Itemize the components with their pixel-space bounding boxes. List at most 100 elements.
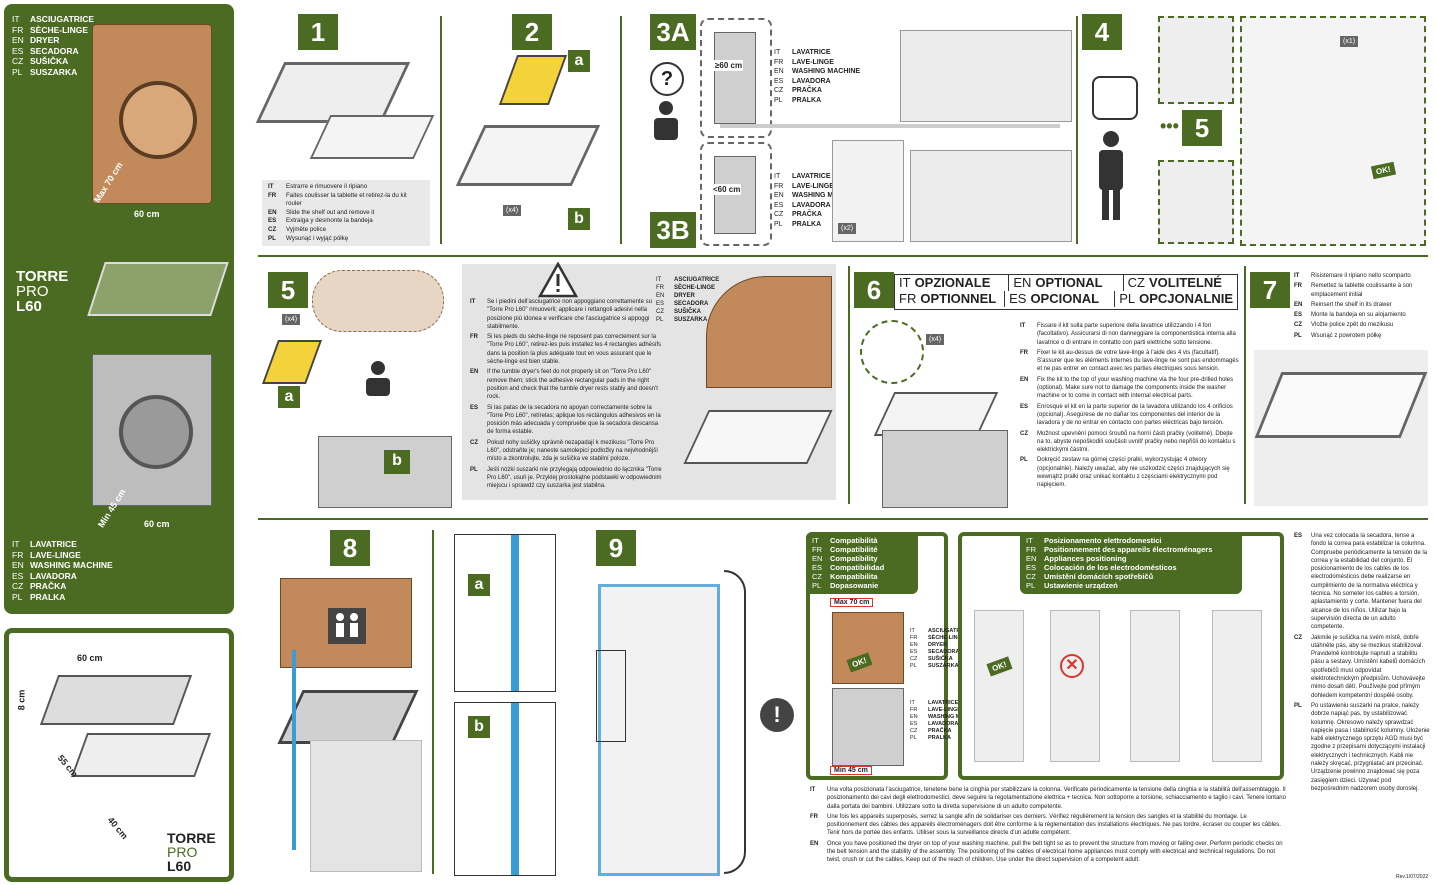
step1-shelf-illustration xyxy=(309,115,435,159)
box-width: 60 cm xyxy=(77,653,103,663)
language-text: LAVADORA xyxy=(792,77,831,85)
language-text: PRAČKA xyxy=(792,87,822,94)
compat-washer-illustration xyxy=(832,688,904,766)
language-code: EN xyxy=(1020,376,1029,383)
language-text: WASHING MACHINE xyxy=(30,560,113,570)
language-code: CZ xyxy=(470,439,478,446)
step-7-number: 7 xyxy=(1250,272,1290,308)
language-code: CZ xyxy=(910,728,918,734)
step-4-number: 4 xyxy=(1082,14,1122,50)
language-text: Compatibilité xyxy=(830,545,878,554)
language-code: ES xyxy=(470,404,479,411)
adhesive-pads-illustration xyxy=(498,55,568,105)
language-code: FR xyxy=(1026,545,1036,554)
language-code: CZ xyxy=(1026,572,1036,581)
language-text: Positionnement des appareils électroména… xyxy=(1044,545,1213,554)
step4-detail-panel xyxy=(1240,16,1426,246)
language-code: FR xyxy=(774,58,784,66)
language-text: ASCIUGATRICE xyxy=(928,628,970,634)
step9-label-a: a xyxy=(468,574,490,596)
language-row: IT LAVATRICE xyxy=(12,539,113,550)
step9-tower-illustration xyxy=(598,584,720,876)
dim-top-width: 60 cm xyxy=(134,209,160,219)
shelf-depth: 40 cm xyxy=(105,815,130,841)
warning-triangle-icon xyxy=(538,262,578,298)
language-text: VOLITELNÉ xyxy=(1149,275,1222,290)
language-row: CZ PRAČKA xyxy=(774,86,860,96)
step9a-belt xyxy=(511,535,519,691)
compat-min-label: Min 45 cm xyxy=(830,766,872,775)
language-code: CZ xyxy=(268,225,277,233)
language-text: PRALKA xyxy=(792,96,822,104)
language-code: PL xyxy=(910,663,917,669)
language-text: WASHING MACHINE xyxy=(928,714,982,720)
language-text: LAVE-LINGE xyxy=(30,549,81,560)
language-text: LAVATRICE xyxy=(792,49,831,56)
language-code: ES xyxy=(1020,403,1029,410)
language-code: IT xyxy=(12,539,20,549)
language-code: CZ xyxy=(774,87,784,94)
step9-brace xyxy=(724,570,746,874)
language-text: SÈCHE-LINGE xyxy=(674,285,716,291)
pull-out-shelf-illustration xyxy=(70,733,212,777)
product-name: TORRE PRO L60 xyxy=(16,269,68,314)
row1-divider-1 xyxy=(440,16,442,244)
language-text: Vyjměte police xyxy=(286,225,327,233)
language-code: EN xyxy=(774,68,784,75)
step6-count: (x4) xyxy=(926,334,945,345)
language-code: PL xyxy=(656,317,664,323)
footer-code: Rev.1/07/2022 xyxy=(1396,874,1429,880)
product-name-line1: TORRE xyxy=(16,268,69,285)
step2-label-a: a xyxy=(568,50,590,72)
washer-door xyxy=(119,395,193,469)
spacer-box-illustration xyxy=(39,675,193,725)
language-code: PL xyxy=(268,234,276,242)
language-text: Once you have positioned the dryer on to… xyxy=(827,840,1283,864)
language-code: ES xyxy=(1294,533,1303,539)
language-text: SÈCHE-LINGE xyxy=(30,24,89,35)
language-code: CZ xyxy=(656,309,664,315)
language-text: SECADORA xyxy=(30,45,79,56)
positioning-scene-3 xyxy=(1130,610,1180,762)
language-text: Colocación de los electrodomésticos xyxy=(1044,563,1177,572)
language-text: Faites coulisser la tablette et retirez-… xyxy=(286,191,407,208)
language-text: Compatibilità xyxy=(830,536,878,545)
language-text: Dokręcić zestaw na górnej części pralki,… xyxy=(1037,457,1230,489)
language-code: FR xyxy=(810,813,818,820)
language-code: ES xyxy=(910,721,918,727)
language-code: ES xyxy=(774,201,784,209)
language-text: WASHING MACHINE xyxy=(792,68,861,75)
language-text: LAVATRICE xyxy=(30,539,77,549)
language-text: Risistemare il ripiano nello scomparto xyxy=(1311,273,1411,279)
language-text: SUSZARKA xyxy=(674,317,708,323)
language-code: ES xyxy=(774,77,784,85)
language-code: EN xyxy=(1026,554,1037,563)
product-dimensions-panel: 60 cm 8 cm 55 cm 40 cm TORRE PRO L60 xyxy=(4,628,234,882)
